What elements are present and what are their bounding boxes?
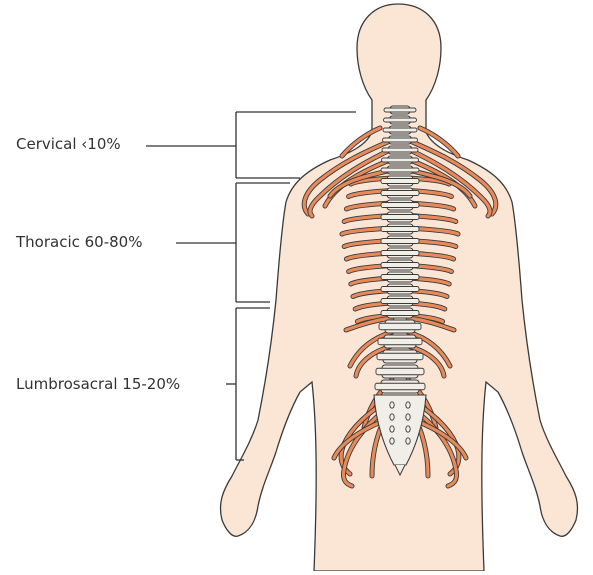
transverse-process	[379, 323, 421, 330]
transverse-process	[381, 251, 419, 256]
transverse-process	[381, 287, 419, 292]
label-thoracic: Thoracic 60-80%	[16, 233, 142, 251]
transverse-process	[377, 353, 423, 360]
transverse-process	[384, 118, 417, 122]
transverse-process	[383, 138, 418, 142]
transverse-process	[376, 368, 424, 375]
transverse-process	[381, 275, 419, 280]
transverse-process	[381, 179, 419, 184]
transverse-process	[381, 227, 419, 232]
transverse-process	[384, 108, 416, 112]
label-lumbrosacral: Lumbrosacral 15-20%	[16, 375, 180, 393]
transverse-process	[381, 203, 419, 208]
transverse-process	[381, 215, 419, 220]
transverse-process	[381, 239, 419, 244]
spinal-column	[374, 106, 426, 475]
transverse-process	[382, 158, 419, 162]
transverse-process	[383, 128, 417, 132]
transverse-process	[381, 168, 419, 172]
transverse-process	[381, 263, 419, 268]
transverse-process	[381, 311, 419, 316]
label-cervical: Cervical ‹10%	[16, 135, 121, 153]
transverse-process	[378, 338, 422, 345]
transverse-process	[382, 148, 418, 152]
transverse-process	[381, 299, 419, 304]
transverse-process	[375, 383, 425, 390]
transverse-process	[381, 191, 419, 196]
